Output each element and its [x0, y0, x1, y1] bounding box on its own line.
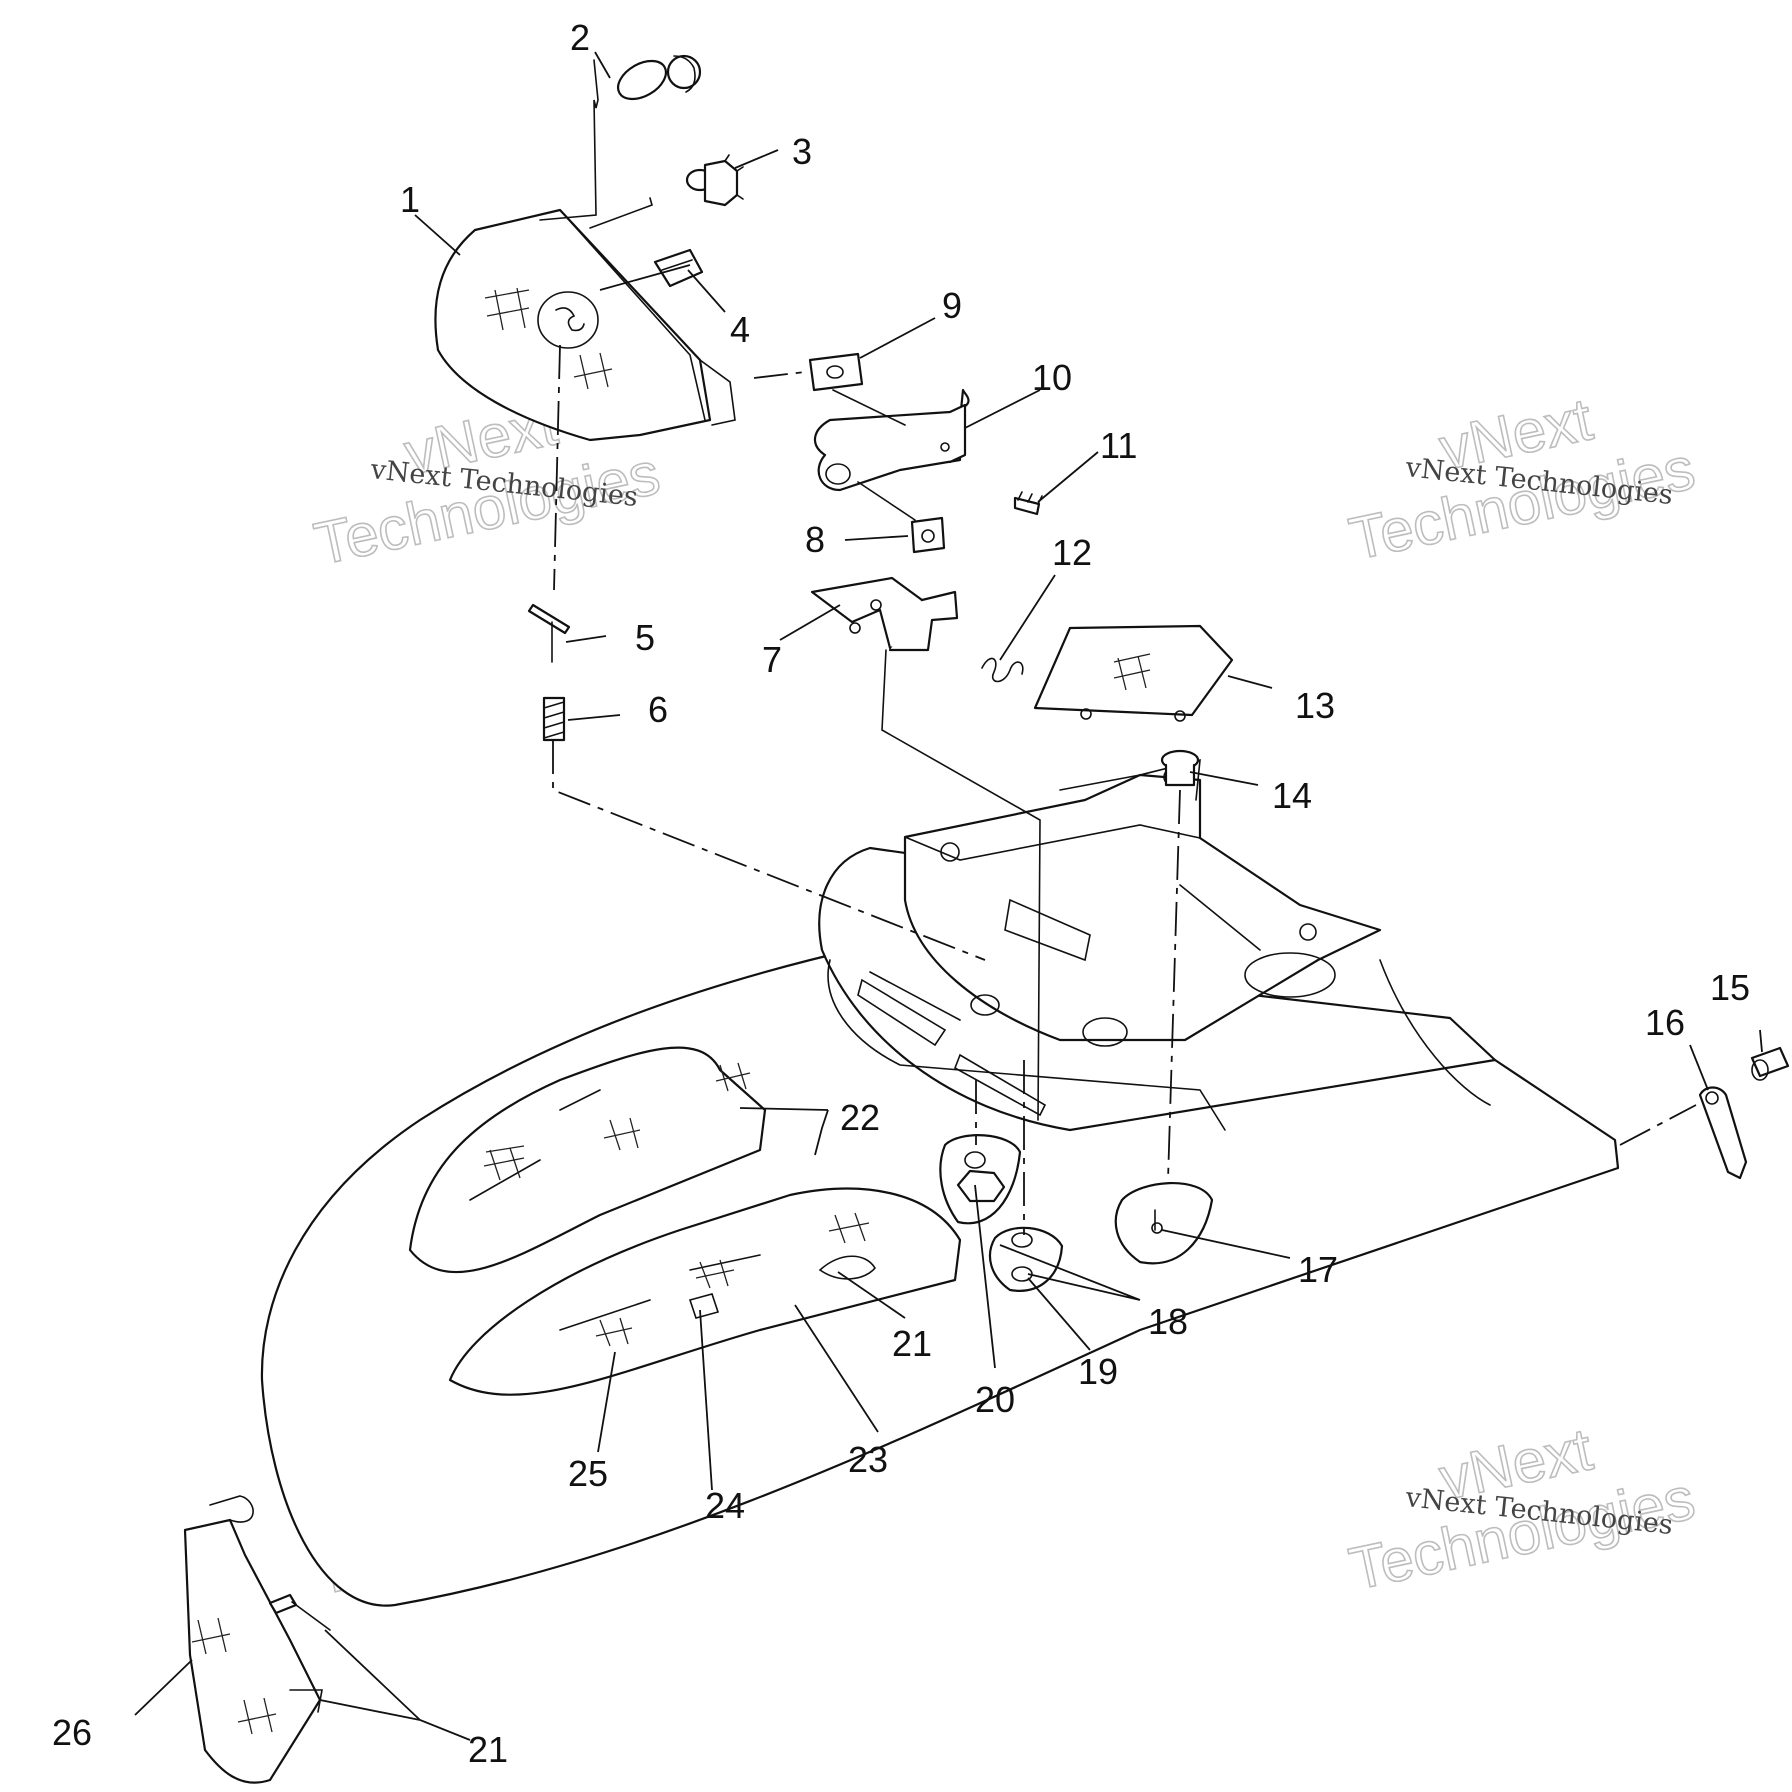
mount-patch-20 [939, 1134, 1022, 1225]
assembly-lines [539, 59, 1697, 1235]
callout-5: 5 [635, 617, 655, 658]
callout-26: 26 [52, 1712, 92, 1753]
callout-10: 10 [1032, 357, 1072, 398]
callout-24: 24 [705, 1485, 745, 1526]
bracket-10 [814, 388, 970, 492]
callout-1: 1 [400, 179, 420, 220]
bolt-15 [1750, 1046, 1790, 1081]
callout-8: 8 [805, 519, 825, 560]
mount-patch-17 [1114, 1181, 1214, 1265]
callout-22: 22 [840, 1097, 880, 1138]
hood-body [260, 758, 1620, 1607]
callout-21-lower: 21 [468, 1729, 508, 1770]
nose-bracket-26 [183, 1495, 323, 1784]
spring-6 [542, 696, 566, 742]
callout-13: 13 [1295, 685, 1335, 726]
headlight-assembly [434, 208, 736, 442]
lens-13 [1033, 624, 1234, 722]
bulb-2 [617, 54, 702, 101]
callout-7: 7 [762, 639, 782, 680]
callout-2: 2 [570, 17, 590, 58]
callout-25: 25 [568, 1453, 608, 1494]
grommet-14 [1160, 749, 1200, 787]
callout-20: 20 [975, 1379, 1015, 1420]
pin-5 [527, 603, 571, 663]
callout-23: 23 [848, 1439, 888, 1480]
callout-17: 17 [1298, 1249, 1338, 1290]
leader-lines [134, 51, 1763, 1741]
callout-6: 6 [648, 689, 668, 730]
watermark-top-right: vNext Technologies vNext Technologies [1343, 384, 1701, 573]
callout-21-upper: 21 [892, 1323, 932, 1364]
callout-9: 9 [942, 285, 962, 326]
screw-11 [1013, 491, 1043, 516]
callout-12: 12 [1052, 532, 1092, 573]
pad-9 [808, 352, 864, 392]
callout-11: 11 [1100, 425, 1137, 466]
screw-21-lower [268, 1593, 331, 1631]
callout-19: 19 [1078, 1351, 1118, 1392]
callout-14: 14 [1272, 775, 1312, 816]
callout-labels: 1 2 3 4 5 6 7 8 9 10 11 12 13 14 15 16 1… [52, 17, 1750, 1770]
spring-12 [981, 657, 1024, 683]
bracket-7 [810, 576, 959, 652]
callout-4: 4 [730, 309, 750, 350]
bulb-3 [685, 154, 744, 207]
callout-16: 16 [1645, 1002, 1685, 1043]
callout-18: 18 [1148, 1301, 1188, 1342]
pad-8 [910, 516, 946, 554]
bracket-16 [1698, 1086, 1748, 1180]
callout-3: 3 [792, 131, 812, 172]
watermark-bottom-right: vNext Technologies vNext Technologies [1343, 1414, 1701, 1603]
callout-15: 15 [1710, 967, 1750, 1008]
